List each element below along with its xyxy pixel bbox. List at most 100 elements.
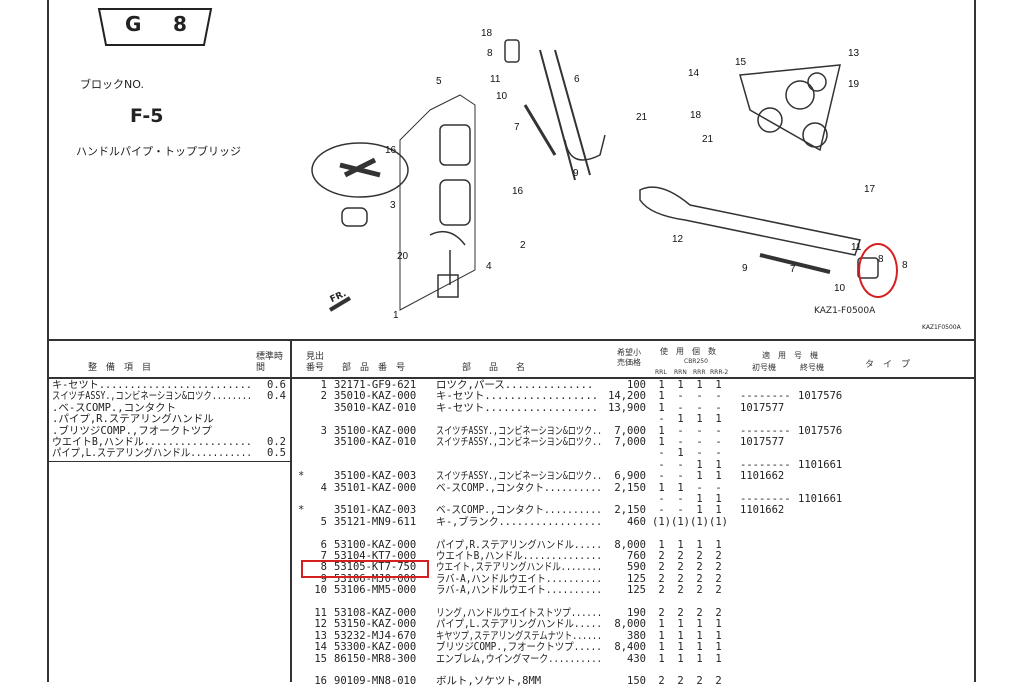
table-row: 7 53104-KT7-000 ウエイトB,ハンドル..............… [292,551,972,562]
callout-label: 9 [573,168,579,179]
col-std-time: 標準時間 [256,352,284,373]
price: 760 [627,550,646,562]
labor-item: スイツチASSY.,コンビネーシヨン&ロツク........ [52,390,252,403]
price: 190 [627,607,646,619]
qty-cell: - [677,493,684,505]
qty-cell: 2 [696,550,703,562]
qty-cell: (1) [690,515,709,528]
callout-label: 1 [393,310,399,321]
qty-cell: 1 [677,379,684,391]
col-variant-rrr: RRR [693,369,706,376]
labor-row: スイツチASSY.,コンビネーシヨン&ロツク........0.4 [52,391,288,402]
callout-label: 9 [742,263,748,274]
fr-arrow [328,296,352,312]
qty-cell: 1 [677,413,684,426]
qty-cell: - [696,401,703,414]
ref-number: 8 [320,561,327,574]
highlight-row-box [301,560,429,578]
first-serial: 1017577 [740,436,785,448]
qty-cell: - [696,390,703,403]
price: 380 [627,629,646,642]
qty-cell: - [677,504,684,517]
qty-cell: (1) [652,515,671,528]
labor-item: キ-セツト......................... [52,379,252,391]
part-number: 53150-KAZ-000 [334,618,417,631]
top-bridge [739,64,841,152]
qty-cell: 1 [696,470,703,483]
qty-cell: - [715,436,722,448]
qty-cell: 1 [658,629,665,642]
ref-number: 15 [314,652,327,665]
callout-label: 2 [520,240,526,251]
part-number: 35101-KAZ-000 [334,481,417,494]
lock-emblem [339,157,381,178]
qty-cell: 2 [696,561,703,574]
qty-cell: 1 [677,481,684,494]
part-name: パイプ,R.ステアリングハンドル..... [436,538,602,551]
qty-cell: 1 [677,538,684,551]
table-row [292,528,972,539]
first-serial: -------- [740,390,791,403]
part-name: ボルト,ソケツト,8MM [436,675,542,688]
qty-cell: 1 [715,641,722,654]
block-code: F-5 [130,105,164,127]
ignition-switch-frame [399,94,476,311]
qty-cell: 1 [696,538,703,551]
col-first: 初号機 [752,363,776,372]
part-number: 35121-MN9-611 [334,515,417,528]
qty-cell: 1 [715,504,722,517]
block-badge [97,8,213,46]
weight-part [504,39,520,63]
part-name: パイプ,L.ステアリングハンドル..... [436,618,602,631]
table-row: 13 53232-MJ4-670 キヤツプ,ステアリングステムナツト......… [292,629,972,642]
qty-cell: 2 [715,572,722,585]
labor-row: ウエイトB,ハンドル..................0.2 [52,437,288,448]
mark: * [298,504,305,517]
price: 125 [627,572,646,585]
right-handle-pipe [539,49,591,181]
part-name: ベ-スCOMP.,コンタクト.......... [436,504,602,517]
qty-cell: - [658,493,665,505]
price: 2,150 [614,481,646,494]
qty-cell: (1) [671,515,690,528]
part-number: 53300-KAZ-000 [334,641,417,654]
table-row: 9 53106-MJ0-000 ラバ-A,ハンドルウエイト.......... … [292,572,972,585]
qty-cell: - [677,436,684,448]
left-handle-pipe [639,186,861,256]
price: 2,150 [614,504,646,517]
part-number: 35100-KAZ-010 [334,436,417,448]
table-row: 12 53150-KAZ-000 パイプ,L.ステアリングハンドル..... 8… [292,619,972,630]
bolt [523,104,557,156]
part-number: 53104-KT7-000 [334,550,417,562]
qty-cell: 1 [715,652,722,665]
col-applic: 適 用 号 機 [762,351,818,360]
col-labor-item: 整 備 項 目 [88,363,152,373]
table-row: 5 35121-MN9-611 キ-,ブランク.................… [292,515,972,528]
part-number: 35101-KAZ-003 [334,504,417,517]
part-number: 53106-MJ0-000 [334,572,417,585]
qty-cell: 1 [696,413,703,426]
callout-label: 11 [851,242,862,253]
part-name: ラバ-A,ハンドルウエイト.......... [436,572,602,585]
part-number: 53232-MJ4-670 [334,629,417,642]
part-number: 53105-KT7-750 [334,561,417,574]
ref-number: 10 [314,584,327,597]
table-row: * 35101-KAZ-003 ベ-スCOMP.,コンタクト..........… [292,505,972,516]
table-row: 35100-KAZ-010 スイツチASSY.,コンビネーシヨン&ロツク.. 7… [292,437,972,448]
qty-cell: 1 [658,538,665,551]
first-serial: 1101662 [740,470,785,483]
ref-number: 3 [320,424,327,437]
ref-number: 1 [320,379,327,391]
part-number: 35100-KAZ-000 [334,424,417,437]
qty-cell: 1 [658,481,665,494]
divider-labor [47,461,291,462]
qty-cell: 1 [658,641,665,654]
ref-number: 7 [320,550,327,562]
qty-cell: 2 [696,572,703,585]
weight-assembly [759,253,831,274]
diagram-code-small: KAZ1F0500A [922,324,961,331]
qty-cell: 2 [658,607,665,619]
price: 430 [627,652,646,665]
table-row: 6 53100-KAZ-000 パイプ,R.ステアリングハンドル..... 8,… [292,538,972,551]
table-row: 15 86150-MR8-300 エンブレム,ウイングマーク..........… [292,652,972,665]
